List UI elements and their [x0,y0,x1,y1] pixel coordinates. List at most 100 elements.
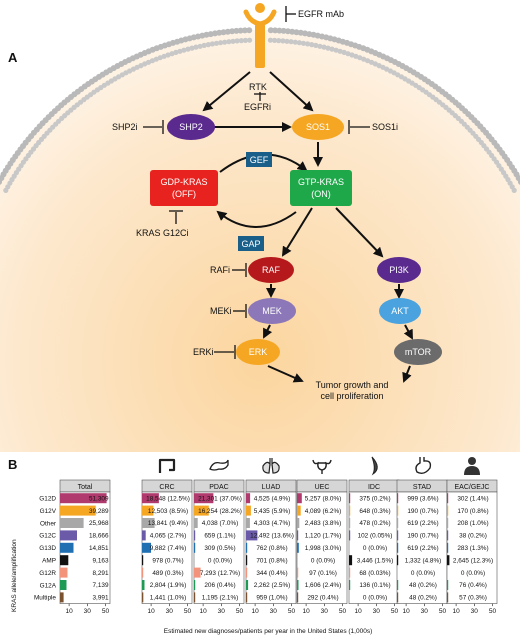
bar-label-g12v: 39,289 [89,508,109,515]
erki-label: ERKi [193,347,214,357]
x-tick-label: 50 [391,608,399,615]
bar-other [194,518,198,528]
bar-label-amp: 0 (0.0%) [208,557,232,564]
bar-g13d [397,542,399,553]
bar-g12d [447,493,449,504]
panel-a-letter: A [8,50,18,65]
membrane-dot [161,53,167,59]
mtor-to-tumor-arrow [402,365,412,383]
bar-label-g12c: 659 (1.1%) [204,533,235,540]
bar-g12v [447,505,449,516]
bar-g12v [142,505,154,516]
x-tick-label: 30 [270,608,278,615]
row-label-amp: AMP [42,558,56,565]
panel-title: CRC [159,484,174,491]
membrane-dot [234,38,240,44]
bar-label-g12a: 136 (0.1%) [359,582,390,589]
row-label-g12c: G12C [39,533,56,540]
row-label-g12r: G12R [39,570,56,577]
bar-label-g12r: 0 (0.0%) [411,570,435,577]
bar-g12d [60,493,107,504]
membrane-dot [280,27,287,34]
bar-label-amp: 1,332 (4.8%) [405,557,442,564]
bar-g12c [194,530,196,541]
bar-label-other: 4,303 (4.7%) [254,520,291,527]
bar-g12r [297,567,299,578]
bar-label-g12v: 190 (0.7%) [407,508,438,515]
bar-g12d [397,493,399,504]
bar-label-g12v: 5,435 (5.9%) [254,508,291,515]
row-label-g12v: G12V [40,508,57,515]
bar-other [60,518,84,528]
bar-label-g13d: 9,882 (7.4%) [150,545,187,552]
akt-label: AKT [391,306,409,316]
shp2-label: SHP2 [179,122,203,132]
membrane-dot [517,179,520,185]
membrane-dot [284,38,290,44]
membrane-dot [222,39,228,45]
x-tick-label: 50 [288,608,296,615]
y-axis-label: KRAS allele/amplification [11,539,18,612]
rafi-label: RAFi [210,265,230,275]
row-label-multiple: Multiple [34,595,56,602]
x-tick-label: 10 [302,608,310,615]
bar-g12c [297,530,299,541]
cell-membrane [0,27,520,193]
lungs-icon [262,458,280,474]
pancreas-icon [209,459,229,471]
bar-label-g12c: 1,120 (1.7%) [305,533,342,540]
membrane-dot [149,58,155,64]
mek-to-erk-arrow [263,324,273,339]
bar-label-g12r: 0 (0.0%) [461,570,485,577]
panel-frame [396,491,448,604]
x-tick-label: 10 [402,608,410,615]
bar-label-g13d: 309 (0.5%) [204,545,235,552]
bar-label-multiple: 57 (0.3%) [459,595,487,602]
gef-box [246,152,272,167]
gtp-kras-state: (ON) [311,189,331,199]
membrane-dot [288,39,294,45]
bar-label-g12a: 2,262 (2.5%) [254,582,291,589]
bar-label-multiple: 0 (0.0%) [363,595,387,602]
panel-title: UEC [315,484,330,491]
membrane-dot [153,56,159,62]
bar-multiple [246,592,248,603]
membrane-dot [317,43,323,49]
bar-other [349,518,351,528]
membrane-dot [305,41,311,47]
row-label-g12d: G12D [39,496,56,503]
bar-label-g12a: 48 (0.2%) [409,582,437,589]
gtp-to-pi3k-arrow [335,207,384,258]
meki-label: MEKi [210,306,232,316]
esophagus-icon-body [464,466,480,475]
bar-label-g12d: 999 (3.6%) [407,495,438,502]
gap-box [238,236,264,251]
panel-title: IDC [368,484,380,491]
bar-label-g12r: 7,293 (12.7%) [200,570,240,577]
bar-label-multiple: 959 (1.0%) [256,595,287,602]
membrane-dot [515,175,520,182]
bar-other [397,518,399,528]
organ-icons [158,456,480,476]
bar-label-g13d: 762 (0.8%) [256,545,287,552]
x-tick-label: 10 [354,608,362,615]
bar-label-g12d: 5,257 (8.0%) [305,495,342,502]
bar-label-multiple: 1,441 (1.0%) [150,595,187,602]
membrane-dot [229,28,236,35]
membrane-dot [145,59,152,65]
membrane-dot [197,43,203,49]
bar-label-other: 13,841 (9.4%) [148,520,188,527]
membrane-dot [157,55,163,61]
bar-multiple [447,592,449,603]
pi3k-label: PI3K [389,265,409,275]
bar-label-g12d: 21,301 (37.0%) [198,495,242,502]
panel-frame [348,491,400,604]
membrane-dot [296,40,302,46]
bar-label-g12d: 375 (0.2%) [359,495,390,502]
bar-label-g12v: 648 (0.3%) [359,508,390,515]
bar-g12v [246,505,251,516]
membrane-dot [169,51,175,57]
tumor-growth-label-2: cell proliferation [320,391,383,401]
